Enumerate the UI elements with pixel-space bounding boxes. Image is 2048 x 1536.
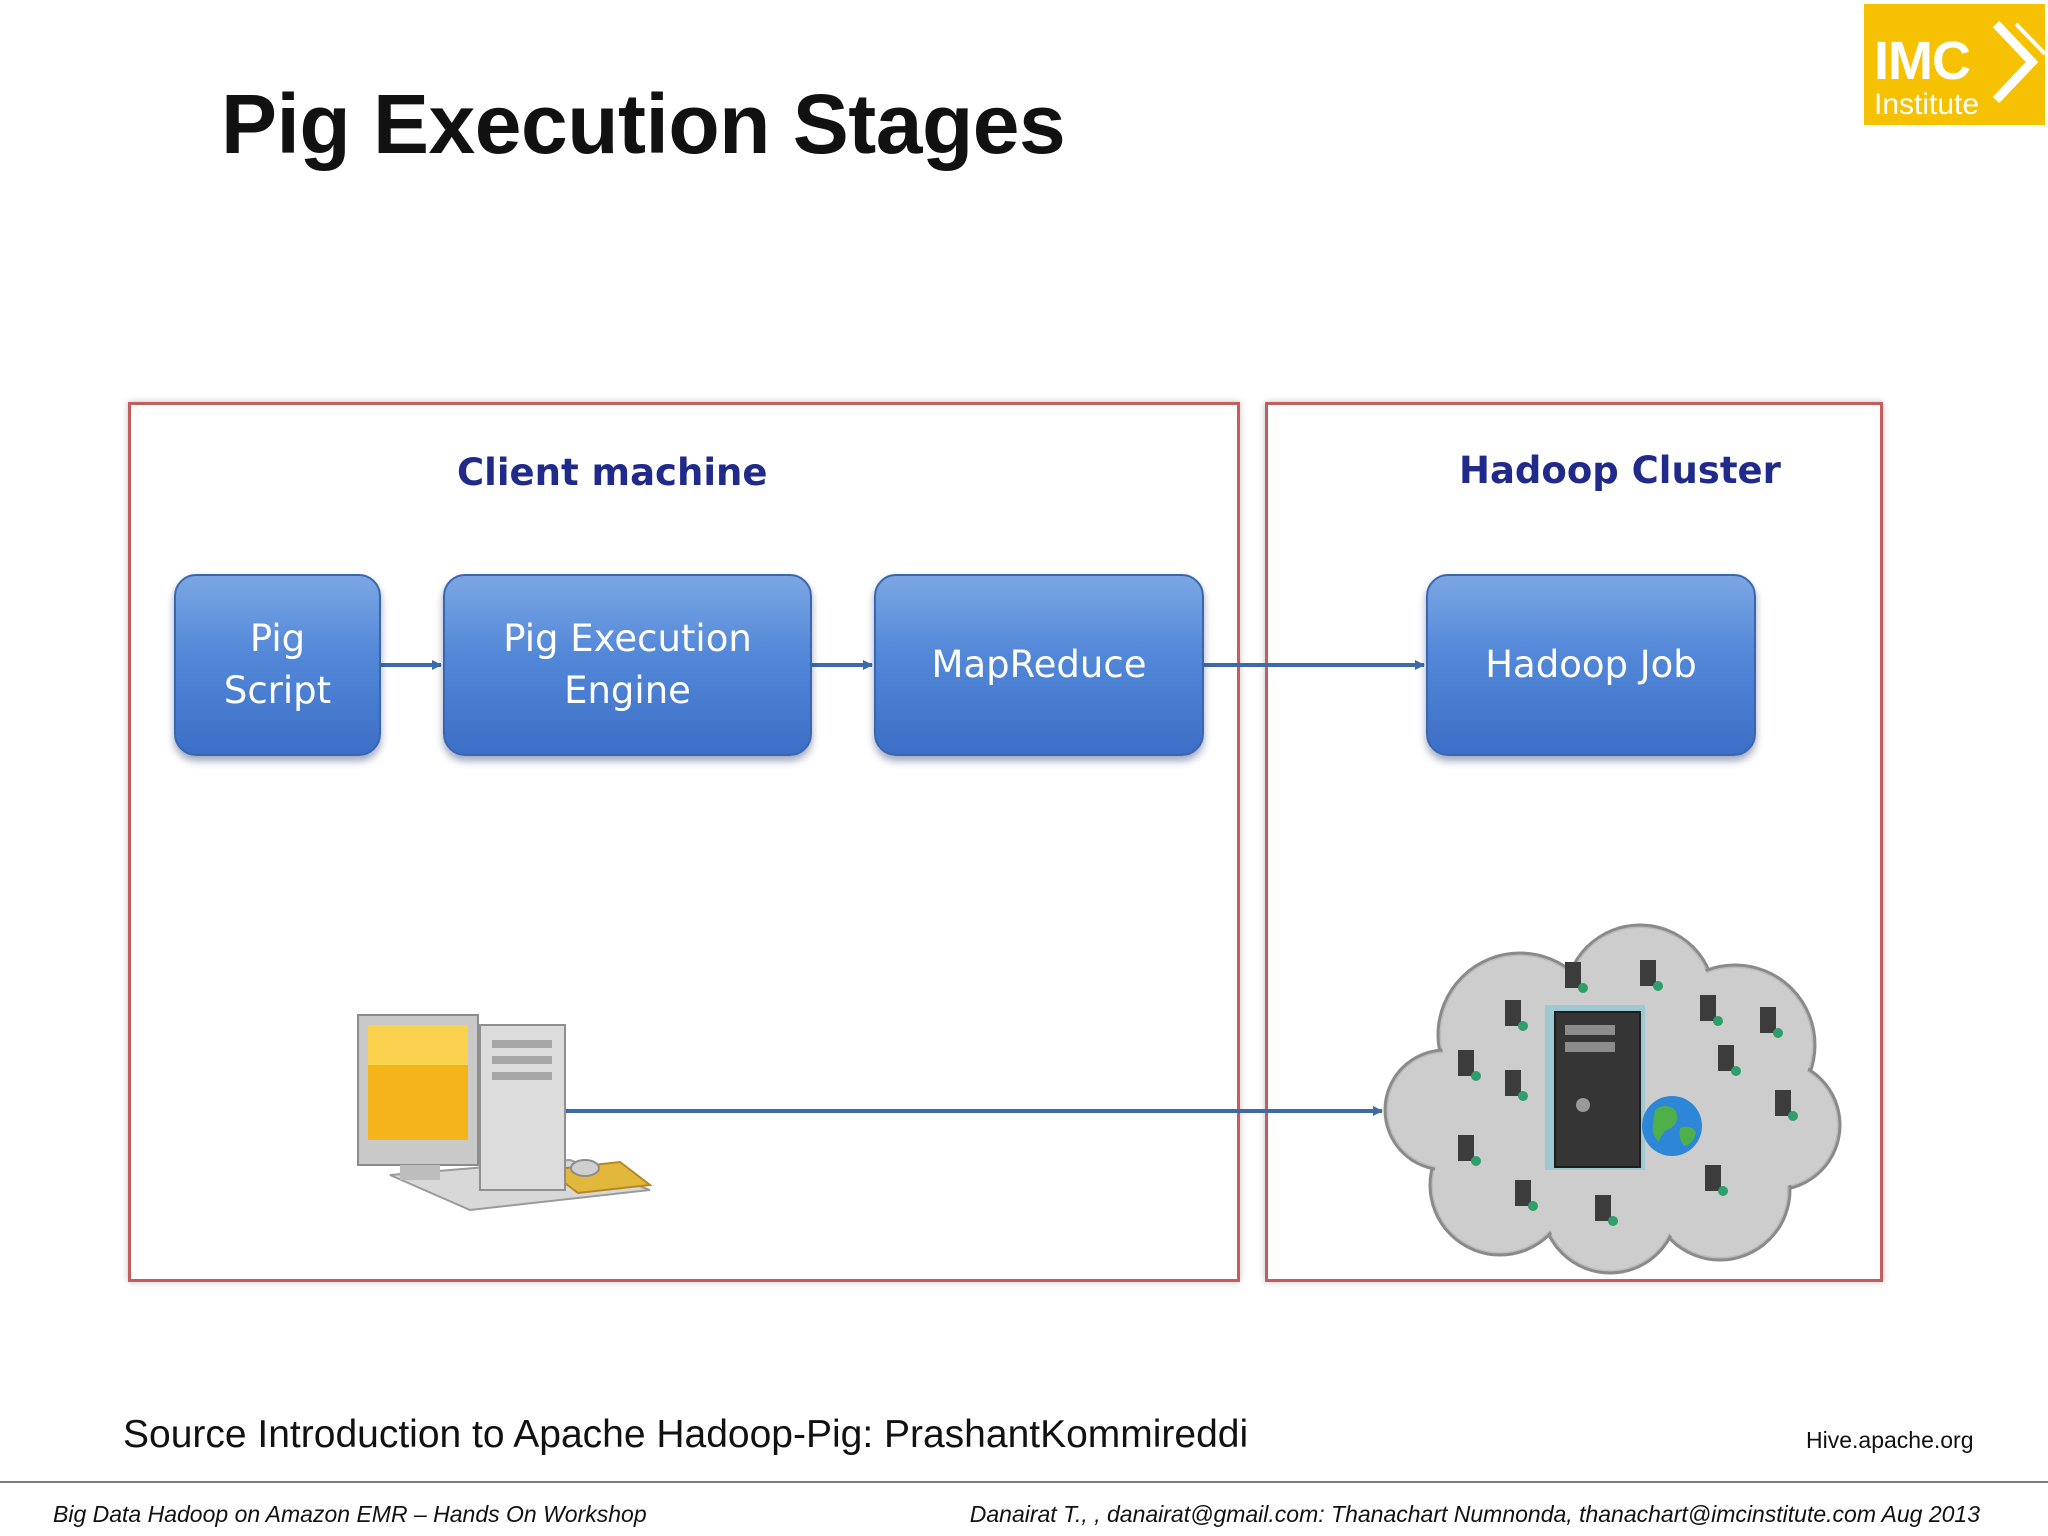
pig-execution-engine-box: Pig Execution Engine — [443, 574, 812, 756]
server-cloud-icon — [1383, 923, 1842, 1275]
footer-divider — [0, 1481, 2048, 1483]
slide-title: Pig Execution Stages — [221, 77, 1066, 171]
hadoop-job-box: Hadoop Job — [1426, 574, 1756, 756]
imc-institute-logo: IMC Institute — [1864, 4, 2045, 125]
source-website: Hive.apache.org — [1806, 1427, 1974, 1453]
pig-script-box: Pig Script — [174, 574, 381, 756]
hadoop-cluster-heading: Hadoop Cluster — [1459, 449, 1781, 492]
logo-chevron-icon — [1992, 20, 2045, 104]
small-server-icons — [1458, 960, 1791, 1221]
logo-text: IMC — [1874, 31, 1971, 91]
footer-authors: Danairat T., , danairat@gmail.com: Thana… — [969, 1501, 1980, 1527]
footer-course-title: Big Data Hadoop on Amazon EMR – Hands On… — [53, 1501, 647, 1527]
client-machine-panel — [128, 402, 1240, 1282]
source-citation: Source Introduction to Apache Hadoop-Pig… — [123, 1413, 1249, 1456]
client-machine-heading: Client machine — [457, 451, 768, 494]
logo-subtext: Institute — [1874, 88, 1980, 121]
mapreduce-box: MapReduce — [874, 574, 1204, 756]
desktop-computer-icon — [357, 1014, 653, 1212]
